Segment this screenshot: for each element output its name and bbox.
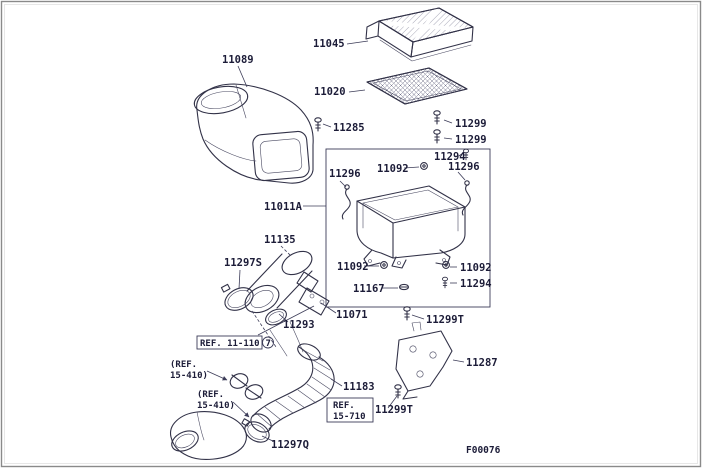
part-label-11294-bottom: 11294 [460, 278, 492, 290]
fastener-11294-bottom-drawing [441, 276, 449, 289]
air-filter-element-drawing [366, 67, 468, 105]
ref-15-410-upper-line1: (REF. [170, 360, 197, 370]
leader-lines [206, 40, 466, 443]
bolt-11285-drawing [314, 117, 322, 132]
part-label-11299T-lower: 11299T [375, 404, 413, 416]
ref-15-710-callout: REF. 15-710 [326, 397, 374, 423]
ref-15-410-lower-line2: 15-410) [197, 401, 235, 411]
part-label-11296-left: 11296 [329, 168, 361, 180]
bracket-11287-drawing [395, 321, 453, 400]
part-label-11287: 11287 [466, 357, 498, 369]
part-label-11092-bottom-right: 11092 [460, 262, 492, 274]
figure-code: F00076 [466, 445, 501, 456]
fastener-11294-top-drawing [462, 148, 470, 161]
air-cleaner-cover-drawing [365, 7, 474, 62]
bolt-11299T-lower-drawing [394, 384, 402, 399]
grommet-11092-bottom-left-drawing [380, 261, 388, 269]
part-label-11135: 11135 [264, 234, 296, 246]
part-label-11299T-upper: 11299T [426, 314, 464, 326]
ref-15-410-lower: (REF. 15-410) [197, 390, 235, 411]
ref-11-110-qty: 7 [266, 339, 271, 349]
part-label-11183: 11183 [343, 381, 375, 393]
grommet-11092-top-drawing [420, 162, 428, 170]
resonator-duct-drawing [170, 411, 247, 460]
ref-15-710-line1: REF. [333, 401, 355, 411]
latch-clip-left-drawing [341, 184, 351, 220]
part-label-11011A: 11011A [264, 201, 303, 213]
part-label-11293: 11293 [283, 319, 315, 331]
connector-duct-drawing [229, 373, 264, 400]
part-label-11167: 11167 [353, 283, 385, 295]
drain-plug-11167-drawing [398, 283, 410, 291]
part-label-11020: 11020 [314, 86, 346, 98]
part-label-11092-bottom-left: 11092 [337, 261, 369, 273]
part-label-11299-upper: 11299 [455, 118, 487, 130]
grommet-11092-bottom-right-drawing [442, 261, 450, 269]
ref-15-710-line2: 15-710 [333, 412, 366, 422]
bolt-11299-upper-drawing [433, 110, 441, 125]
air-flow-sensor-drawing [244, 250, 319, 314]
part-label-11294-top: 11294 [434, 151, 466, 163]
part-label-11297Q: 11297Q [271, 439, 309, 451]
part-label-11299-lower: 11299 [455, 134, 487, 146]
part-label-11089: 11089 [222, 54, 254, 66]
bolt-11299T-upper-drawing [403, 306, 411, 321]
part-label-11071: 11071 [336, 309, 368, 321]
ref-15-410-upper: (REF. 15-410) [170, 360, 208, 381]
air-cleaner-housing-drawing [356, 185, 466, 269]
part-label-11285: 11285 [333, 122, 365, 134]
ring-11293-drawing [265, 308, 287, 326]
air-duct-drawing [193, 83, 314, 184]
ref-15-410-lower-line1: (REF. [197, 390, 224, 400]
ref-11-110-callout: REF. 11-110 7 [196, 335, 274, 350]
bolt-11299-lower-drawing [433, 129, 441, 144]
latch-clip-right-drawing [461, 180, 471, 216]
hose-clamp-11297S-drawing [220, 283, 254, 311]
intake-hose-drawing [250, 321, 335, 433]
part-label-11045: 11045 [313, 38, 345, 50]
part-label-11092-top: 11092 [377, 163, 409, 175]
part-label-11297S: 11297S [224, 257, 262, 269]
ref-15-410-upper-line2: 15-410) [170, 371, 208, 381]
part-label-11296-right: 11296 [448, 161, 480, 173]
ref-11-110-label: REF. 11-110 [200, 339, 260, 349]
